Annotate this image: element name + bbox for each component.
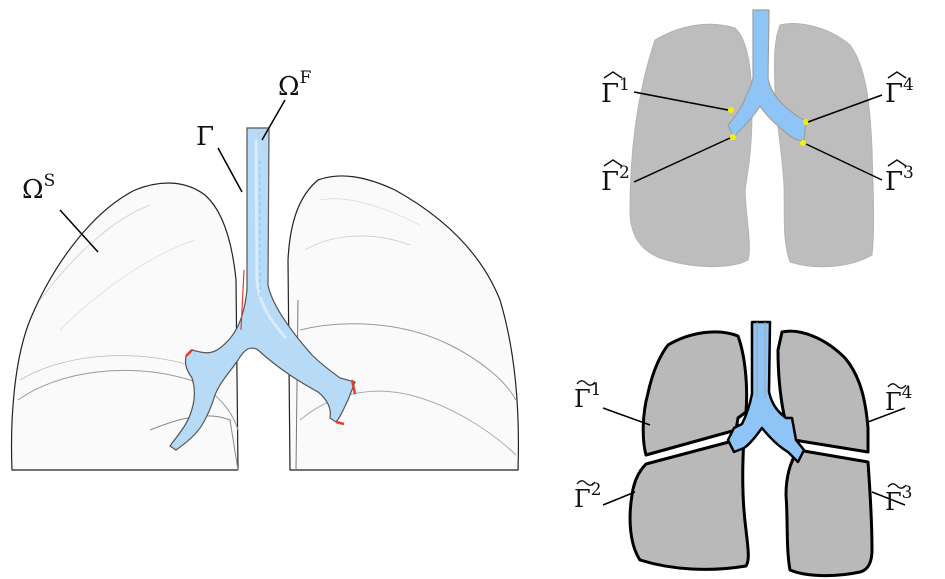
br-label-4: Γ4 [885, 383, 912, 416]
tr-outlet-1-dot [728, 107, 734, 113]
svg-text:Γ2: Γ2 [601, 163, 630, 197]
omega-f-label: ΩF [278, 68, 312, 102]
tr-label-4: Γ4 [885, 72, 914, 109]
bottom-right-lobe-panel: Γ1 Γ2 Γ3 Γ4 [574, 322, 912, 576]
right-lung-outline [288, 176, 518, 470]
gamma-leader [218, 148, 242, 192]
br-label-2: Γ2 [574, 480, 601, 513]
tr-outlet-3-dot [800, 140, 806, 146]
gamma-label: Γ [196, 122, 214, 152]
svg-text:Γ1: Γ1 [601, 75, 630, 109]
omega-f-leader [262, 100, 285, 140]
left-lung-outline [12, 183, 238, 470]
svg-text:Γ2: Γ2 [574, 480, 601, 513]
svg-text:Γ4: Γ4 [885, 75, 914, 109]
tr-left-lung [630, 24, 752, 266]
svg-text:Γ1: Γ1 [574, 380, 601, 413]
svg-text:Γ4: Γ4 [885, 383, 912, 416]
top-right-outlet-panel: Γ1 Γ2 Γ3 Γ4 [601, 10, 914, 267]
br-label-3: Γ3 [885, 483, 912, 516]
br-lower-right-lobe [786, 450, 872, 576]
omega-s-label: ΩS [22, 171, 55, 205]
tr-right-lung [775, 24, 874, 267]
svg-text:Γ3: Γ3 [885, 483, 912, 516]
br-lower-left-lobe [630, 438, 748, 569]
svg-text:Γ3: Γ3 [885, 163, 914, 197]
tr-label-2: Γ2 [601, 160, 630, 197]
tr-label-3: Γ3 [885, 160, 914, 197]
tr-label-1: Γ1 [601, 72, 630, 109]
left-3d-lung-panel: ΩS Γ ΩF [12, 68, 519, 470]
tr-outlet-2-dot [730, 134, 736, 140]
br-label-1: Γ1 [574, 380, 601, 413]
